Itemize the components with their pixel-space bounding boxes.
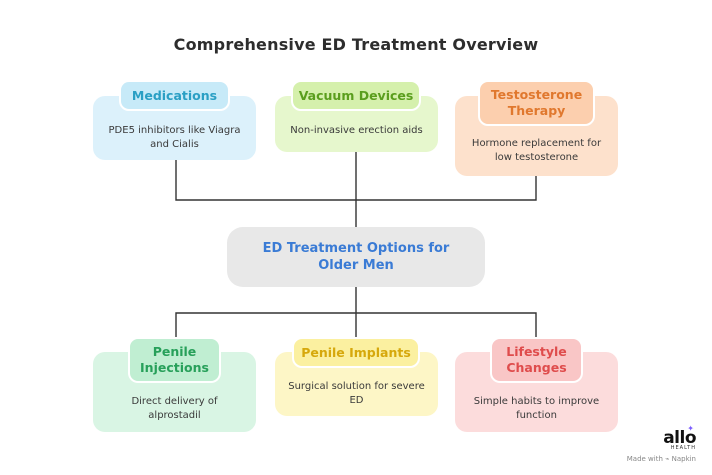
penile-implants-label: Penile Implants xyxy=(292,337,420,368)
brand-footer: ✦ allo HEALTH Made with ⌁ Napkin xyxy=(627,424,697,463)
diagram-title: Comprehensive ED Treatment Overview xyxy=(173,35,539,54)
penile-injections-description: Direct delivery of alprostadil xyxy=(131,396,218,421)
made-with-credit: Made with ⌁ Napkin xyxy=(627,455,696,463)
sparkle-icon: ✦ xyxy=(687,424,694,433)
central-topic: ED Treatment Options for Older Men xyxy=(227,227,485,287)
vacuum-devices-description: Non-invasive erection aids xyxy=(290,125,423,136)
testosterone-therapy-label: Testosterone Therapy xyxy=(478,80,595,126)
penile-injections-label: Penile Injections xyxy=(128,337,221,383)
napkin-icon: ⌁ xyxy=(665,455,670,463)
vacuum-devices-label: Vacuum Devices xyxy=(291,80,421,111)
allo-health-logo: allo xyxy=(663,428,696,448)
medications-description: PDE5 inhibitors like Viagra and Cialis xyxy=(108,125,241,150)
napkin-text: Napkin xyxy=(671,455,696,463)
lifestyle-changes-description: Simple habits to improve function xyxy=(473,396,600,421)
medications-label: Medications xyxy=(119,80,230,111)
lifestyle-changes-label: Lifestyle Changes xyxy=(490,337,583,383)
testosterone-therapy-description: Hormone replacement for low testosterone xyxy=(471,138,602,163)
penile-implants-description: Surgical solution for severe ED xyxy=(288,381,425,406)
made-with-text: Made with xyxy=(626,455,663,463)
logo-subtitle: HEALTH xyxy=(670,445,696,451)
